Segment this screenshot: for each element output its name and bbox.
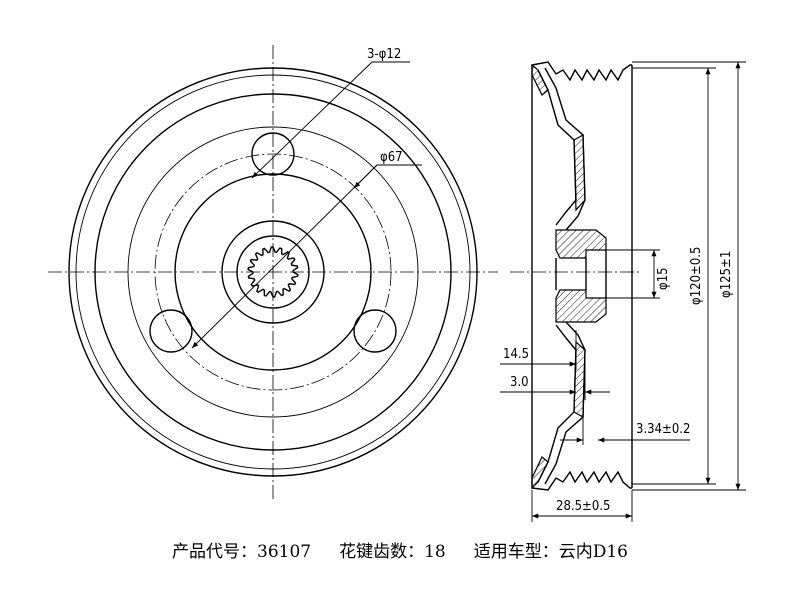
web-section-top [573, 133, 586, 212]
label-14-5: 14.5 [503, 347, 529, 362]
label-bore: φ15 [656, 267, 671, 290]
label-pcd: φ67 [380, 150, 403, 165]
label-outer-dia: φ120±0.5 [689, 247, 704, 305]
spline-teeth-outline [247, 246, 299, 298]
spline-bore [247, 246, 299, 298]
caption-product-code: 产品代号：36107 [172, 542, 312, 562]
leader-pcd-tick [353, 164, 378, 189]
caption-spline-teeth: 花键齿数：18 [339, 542, 446, 562]
flange-section-top [531, 63, 549, 96]
web-outer-circle [127, 126, 419, 418]
bolt-hole-left [149, 309, 193, 353]
hub-outer-circle [221, 220, 325, 324]
bolt-hole-right [353, 309, 397, 353]
caption-vehicle: 适用车型：云内D16 [473, 542, 628, 562]
groove-circle [94, 93, 452, 451]
label-3-0: 3.0 [510, 375, 529, 390]
bolt-hole-top [251, 132, 295, 176]
caption: 产品代号：36107 花键齿数：18 适用车型：云内D16 [0, 537, 800, 562]
hub-bore-lines [555, 250, 607, 298]
rim-inner-circle [75, 74, 471, 470]
top-flange [531, 61, 632, 82]
web-inner-circle [174, 173, 372, 371]
section-view: φ15 φ120±0.5 φ125±1 14.5 3.0 3.34±0.2 28… [500, 61, 746, 522]
label-total-dia: φ125±1 [719, 251, 734, 298]
hub-section-top [555, 229, 607, 259]
bottom-flange [531, 470, 632, 491]
leader-pcd [191, 164, 422, 349]
hub-circle [236, 235, 310, 309]
hub-section-bottom [555, 289, 607, 323]
label-overall-width: 28.5±0.5 [556, 499, 610, 514]
label-thickness: 3.34±0.2 [636, 422, 690, 437]
pitch-circle [154, 153, 392, 391]
label-holes: 3-φ12 [367, 47, 401, 62]
outer-rim-circle [68, 67, 478, 477]
flange-section-bottom [531, 456, 549, 490]
front-view: 3-φ12 φ67 [48, 45, 498, 500]
leader-holes [251, 61, 410, 179]
